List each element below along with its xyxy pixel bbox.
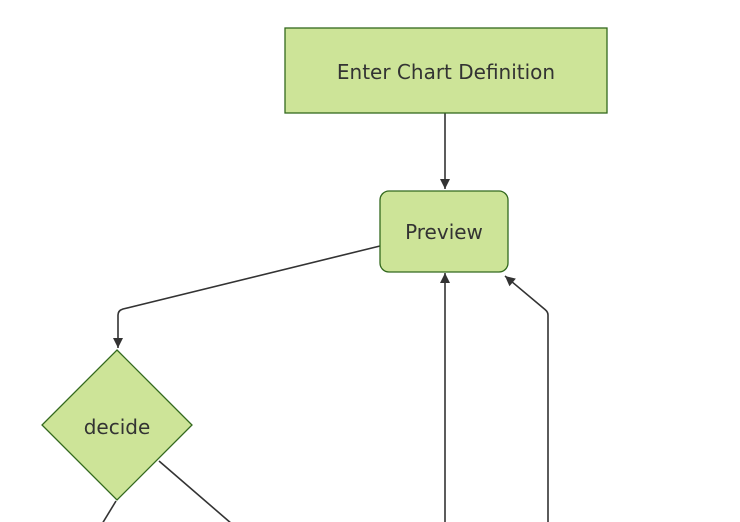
preview-label: Preview [405,220,483,244]
decide-diamond [41,349,193,501]
node-decide: decide [41,349,193,501]
edge-offscreen-to-preview-corner [504,275,549,522]
node-preview: Preview [379,190,509,273]
node-layer: Enter Chart Definition Preview decide [41,27,608,501]
node-enter-chart-definition: Enter Chart Definition [284,27,608,114]
edge-decide-offscreen-right [158,460,231,522]
edge-preview-to-decide [113,245,381,348]
edge-decide-offscreen-left [102,500,117,522]
edge-layer [102,113,549,522]
decide-label: decide [84,415,151,439]
preview-box [379,190,509,273]
enter-chart-definition-box [284,27,608,114]
enter-chart-definition-label: Enter Chart Definition [337,60,555,84]
